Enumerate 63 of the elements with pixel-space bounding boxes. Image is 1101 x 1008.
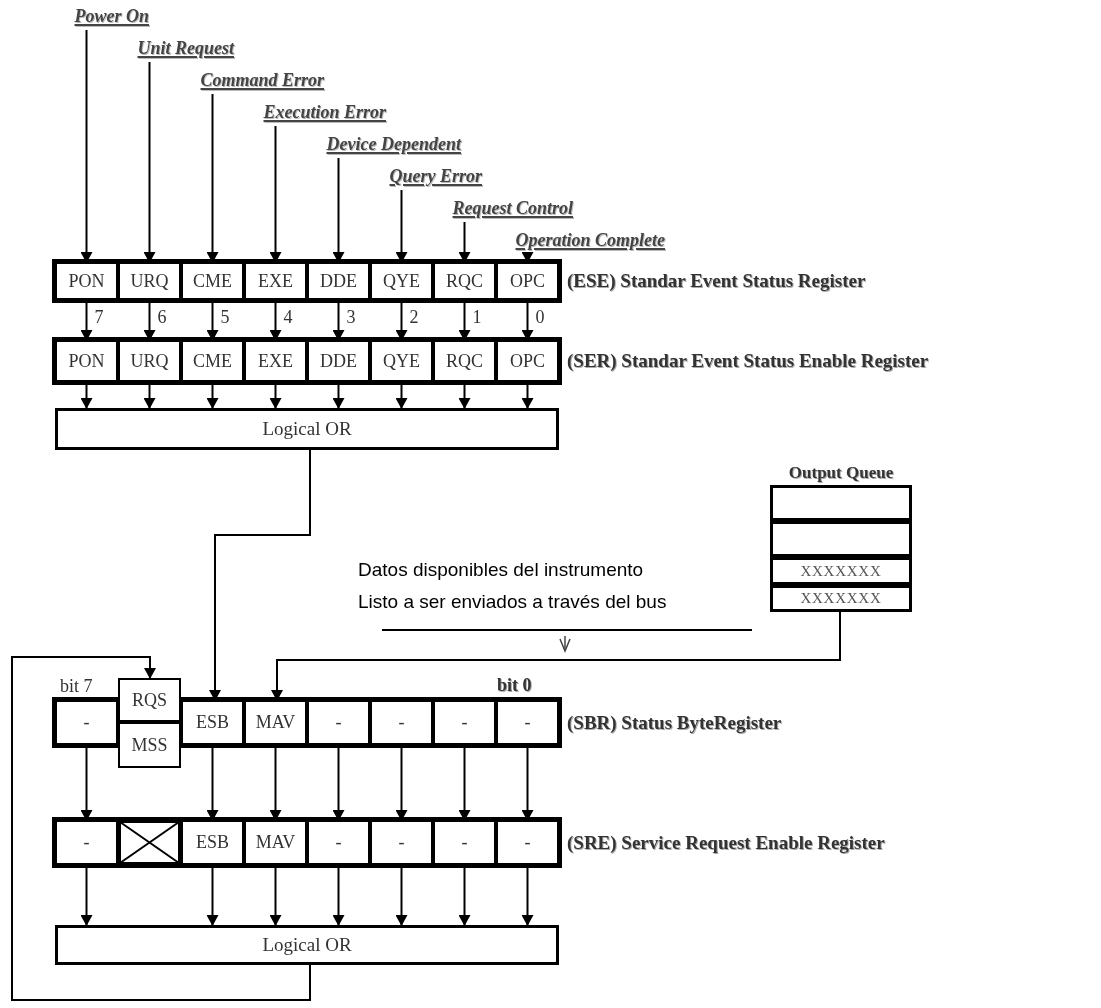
signal-label: Execution Error: [263, 100, 387, 126]
bit-number: 1: [472, 306, 482, 329]
register-bit: ESB: [181, 820, 244, 865]
bit-number: 0: [535, 306, 545, 329]
register-bit: CME: [181, 262, 244, 300]
signal-label: Power On: [74, 4, 149, 30]
bit-number: 3: [346, 306, 356, 329]
register-bit: -: [307, 820, 370, 865]
register-bit: CME: [181, 340, 244, 382]
register-bit: PON: [55, 262, 118, 300]
queue-title: Output Queue: [788, 462, 894, 484]
signal-label: Unit Request: [137, 36, 234, 62]
register-bit: EXE: [244, 340, 307, 382]
register-bit: -: [370, 820, 433, 865]
signal-label: Device Dependent: [326, 132, 461, 158]
bit-number: 7: [94, 306, 104, 329]
register-bit: QYE: [370, 262, 433, 300]
signal-label: Operation Complete: [515, 228, 665, 254]
crossed-box: [118, 820, 181, 865]
register-bit: QYE: [370, 340, 433, 382]
register-bit: PON: [55, 340, 118, 382]
logical-or-block: Logical OR: [55, 925, 559, 965]
bit-number: 5: [220, 306, 230, 329]
register-bit: RQS: [118, 678, 181, 722]
register-bit: -: [55, 700, 118, 745]
register-bit: OPC: [496, 340, 559, 382]
register-name: (SER) Standar Event Status Enable Register: [567, 348, 929, 373]
register-bit: -: [370, 700, 433, 745]
register-bit: MAV: [244, 700, 307, 745]
register-bit: EXE: [244, 262, 307, 300]
signal-label: Request Control: [452, 196, 574, 222]
queue-slot: XXXXXXX: [770, 557, 912, 585]
note-text: Datos disponibles del instrumento: [358, 558, 644, 582]
bit-label: bit 0: [497, 674, 532, 697]
signal-label: Command Error: [200, 68, 325, 94]
note-text: Listo a ser enviados a través del bus: [358, 590, 667, 614]
bit-label: bit 7: [60, 675, 93, 698]
register-bit: -: [55, 820, 118, 865]
register-name: (SRE) Service Request Enable Register: [567, 830, 885, 855]
queue-slot: [770, 521, 912, 557]
register-bit: MAV: [244, 820, 307, 865]
register-bit: -: [307, 700, 370, 745]
register-name: (SBR) Status ByteRegister: [567, 710, 782, 735]
register-bit: MSS: [118, 722, 181, 768]
register-bit: ESB: [181, 700, 244, 745]
arrow: [11, 656, 311, 1001]
register-bit: -: [433, 820, 496, 865]
register-bit: -: [433, 700, 496, 745]
register-bit: -: [496, 700, 559, 745]
register-bit: URQ: [118, 340, 181, 382]
register-bit: DDE: [307, 262, 370, 300]
register-bit: RQC: [433, 340, 496, 382]
register-bit: URQ: [118, 262, 181, 300]
register-bit: -: [496, 820, 559, 865]
register-bit: OPC: [496, 262, 559, 300]
bit-number: 6: [157, 306, 167, 329]
register-name: (ESE) Standar Event Status Register: [567, 268, 866, 293]
register-bit: DDE: [307, 340, 370, 382]
signal-label: Query Error: [389, 164, 482, 190]
logical-or-block: Logical OR: [55, 408, 559, 450]
register-bit: RQC: [433, 262, 496, 300]
bit-number: 4: [283, 306, 293, 329]
bit-number: 2: [409, 306, 419, 329]
